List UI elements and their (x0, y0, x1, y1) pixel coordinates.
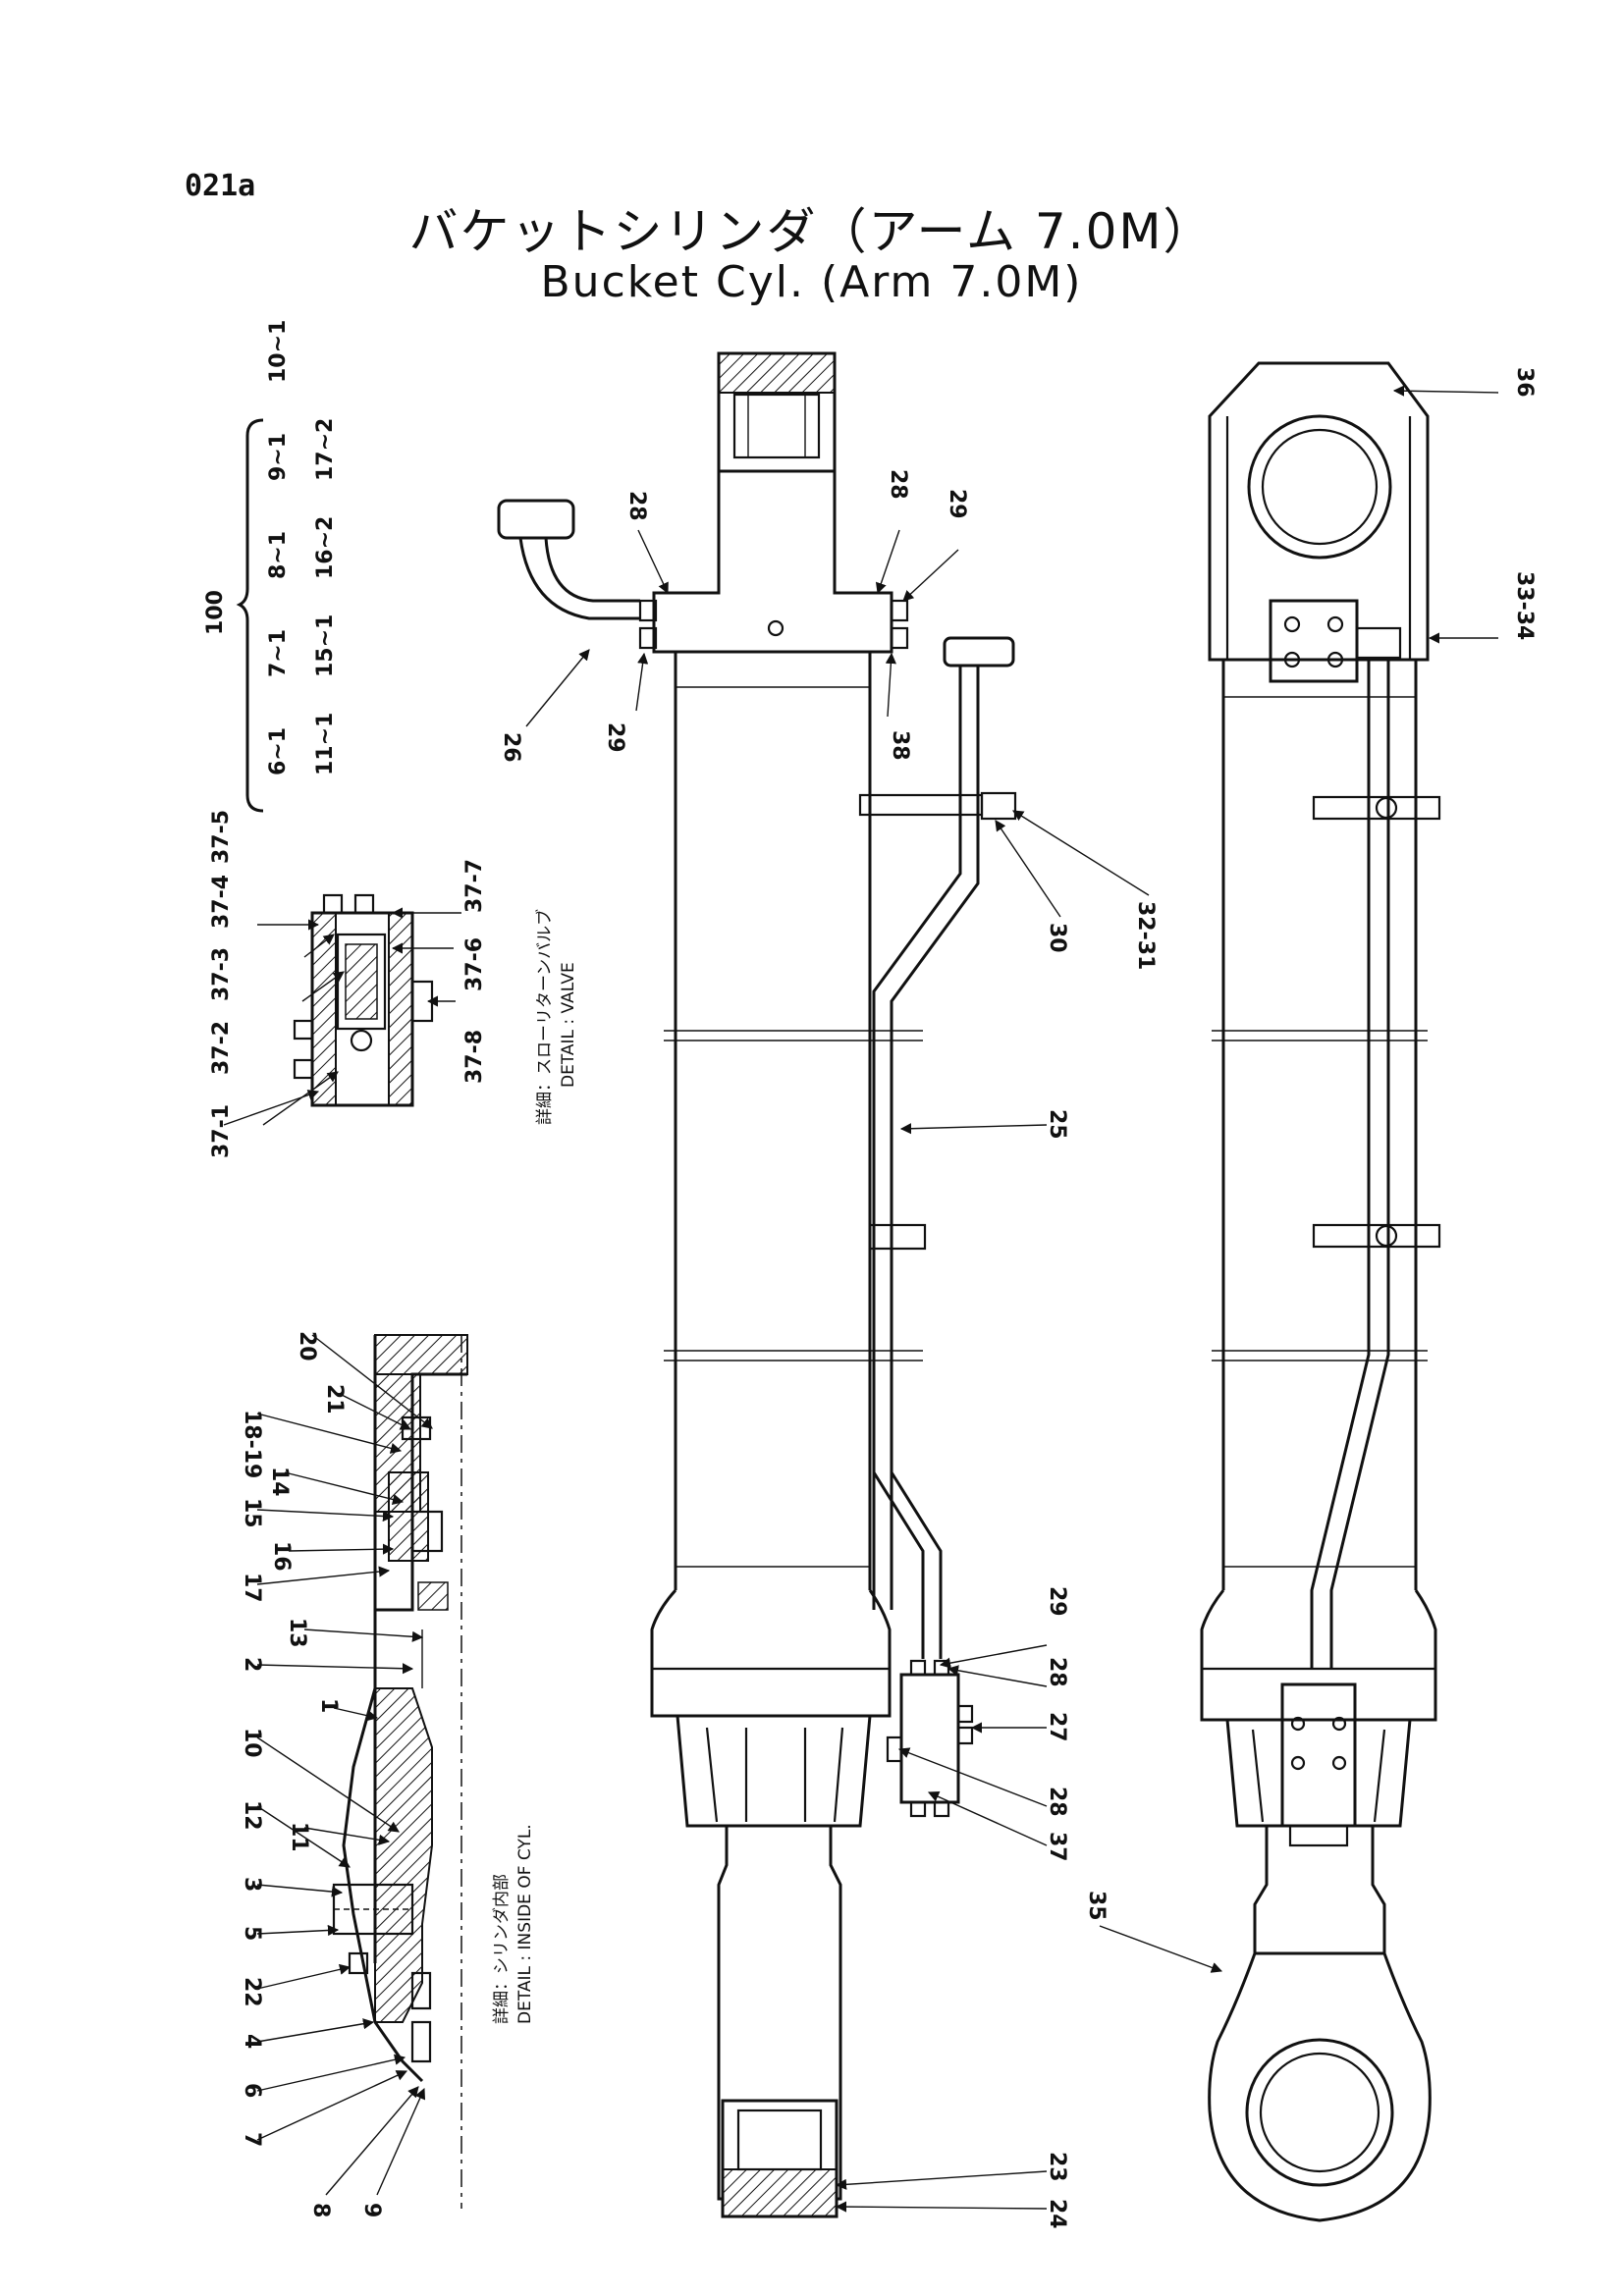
cyl-part-label: 9 (359, 2203, 384, 2217)
kit-row1-item: 7~1 (266, 629, 291, 677)
valve-detail-title-jp: 詳細：スローリターンバルブ (534, 909, 555, 1125)
cyl-part-label: 20 (295, 1331, 319, 1362)
kit-row1-item: 10~1 (266, 320, 291, 383)
top-part-label: 35 (1084, 1891, 1109, 1921)
kit-row1-item: 8~1 (266, 531, 291, 579)
kit-row2-item: 11~1 (313, 713, 338, 775)
kit-row2-item: 16~2 (313, 516, 338, 579)
kit-row2-item: 15~1 (313, 614, 338, 677)
kit-row2-item: 17~2 (313, 418, 338, 481)
title-english: Bucket Cyl. (Arm 7.0M) (540, 257, 1083, 307)
cylinder-side-view: 28 28 29 26 29 38 32-31 30 25 29 28 27 2… (497, 351, 1158, 2229)
cyl-part-label: 15 (240, 1498, 264, 1528)
cyl-part-label: 14 (267, 1467, 292, 1497)
side-part-label: 25 (1045, 1109, 1069, 1140)
cyl-part-label: 5 (240, 1926, 264, 1941)
kit-brace (236, 418, 264, 813)
cyl-part-label: 4 (240, 2034, 264, 2049)
kit-row1-item: 6~1 (266, 727, 291, 775)
cyl-part-label: 3 (240, 1877, 264, 1892)
side-part-label: 29 (1045, 1586, 1069, 1617)
side-part-label: 28 (1045, 1787, 1069, 1817)
side-part-label: 32-31 (1133, 901, 1158, 970)
side-part-label: 26 (499, 732, 523, 763)
side-part-label: 24 (1045, 2199, 1069, 2229)
cylinder-top-view: 36 33-34 35 (1084, 361, 1537, 2222)
cyl-part-label: 6 (240, 2083, 264, 2098)
side-part-label: 30 (1045, 923, 1069, 953)
cyl-part-label: 10 (240, 1728, 264, 1758)
kit-row1-item: 9~1 (266, 433, 291, 481)
valve-part-label: 37-7 (462, 859, 487, 913)
cyl-part-label: 1 (316, 1698, 341, 1713)
valve-part-label: 37-6 (462, 937, 487, 991)
cyl-part-label: 2 (240, 1657, 264, 1672)
valve-detail: 37-1 37-2 37-3 37-4 37-5 37-6 37-7 37-8 … (209, 810, 578, 1158)
cyl-part-label: 11 (287, 1822, 311, 1852)
valve-part-label: 37-3 (209, 947, 234, 1001)
cyl-part-label: 17 (240, 1573, 264, 1603)
cyl-part-label: 16 (269, 1541, 294, 1572)
cyl-part-label: 21 (322, 1384, 347, 1415)
valve-part-label: 37-4 (209, 875, 234, 929)
side-part-label: 38 (888, 730, 912, 761)
cylinder-inside-detail: 20 21 18-19 14 15 16 17 13 2 1 10 11 12 … (240, 1331, 535, 2217)
valve-part-label: 37-1 (209, 1104, 234, 1158)
valve-part-label: 37-5 (209, 810, 234, 864)
valve-detail-title-en: DETAIL : VALVE (559, 962, 578, 1088)
valve-part-label: 37-8 (462, 1030, 487, 1084)
page-number: 021a (185, 169, 256, 203)
cyl-part-label: 18-19 (240, 1410, 264, 1478)
side-part-label: 28 (1045, 1657, 1069, 1687)
kit-group: 100 6~1 7~1 8~1 9~1 10~1 11~1 15~1 16~2 … (203, 320, 338, 813)
cyl-part-label: 13 (285, 1618, 309, 1648)
side-part-label: 28 (624, 491, 649, 521)
cyl-part-label: 7 (240, 2132, 264, 2147)
top-part-label: 36 (1512, 367, 1537, 398)
cyl-detail-title-en: DETAIL : INSIDE OF CYL. (515, 1824, 535, 2024)
side-part-label: 37 (1045, 1832, 1069, 1862)
top-part-label: 33-34 (1512, 571, 1537, 640)
cyl-detail-title-jp: 詳細：シリンダ内部 (492, 1874, 512, 2024)
cyl-part-label: 12 (240, 1800, 264, 1831)
kit-label: 100 (203, 590, 228, 635)
cyl-part-label: 22 (240, 1977, 264, 2007)
side-part-label: 23 (1045, 2152, 1069, 2182)
valve-part-label: 37-2 (209, 1021, 234, 1075)
side-part-label: 29 (603, 722, 627, 753)
side-part-label: 28 (886, 469, 910, 500)
title-japanese: バケットシリンダ（アーム 7.0M） (408, 203, 1215, 260)
cyl-part-label: 8 (308, 2203, 333, 2217)
side-part-label: 29 (945, 489, 969, 519)
side-part-label: 27 (1045, 1712, 1069, 1742)
